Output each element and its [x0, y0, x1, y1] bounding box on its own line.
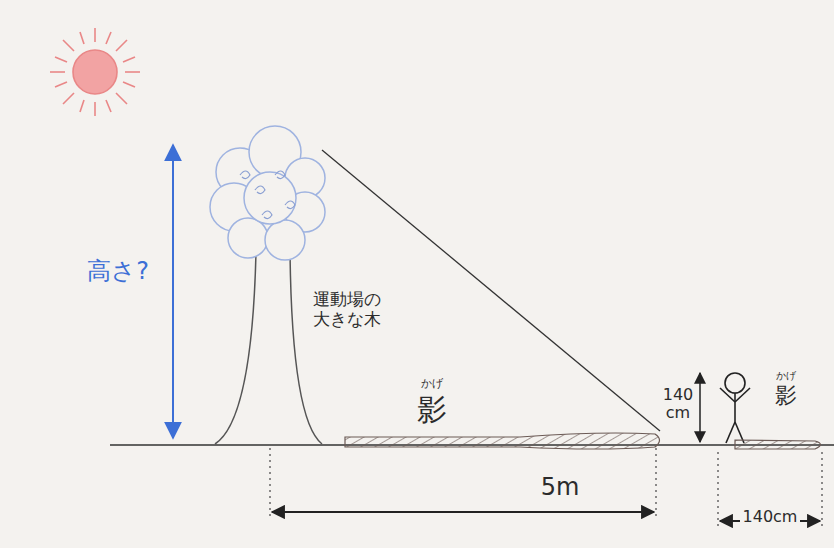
- ruby-reading: かげ: [776, 370, 796, 382]
- leaf-swirls: [240, 171, 295, 219]
- dimension-label: 140cm: [740, 508, 801, 526]
- person-height-arrow: [699, 373, 701, 442]
- tree-crown: [210, 126, 325, 260]
- dimension-guides: [270, 448, 822, 530]
- sun: [50, 28, 140, 116]
- tree-shadow: [345, 433, 660, 449]
- height-dimension: 140 cm: [661, 386, 695, 423]
- tree-trunk: [215, 252, 322, 444]
- tree-label: 運動場の 大きな木: [310, 290, 383, 329]
- shadow-label: 影: [417, 393, 447, 428]
- ruby-reading: かげ: [421, 378, 443, 391]
- stick-person: [720, 373, 750, 443]
- height-label: 高さ?: [87, 258, 149, 286]
- shadow-label: 影: [775, 383, 797, 408]
- dimension-arrow: [272, 511, 654, 513]
- dimension-label: 5m: [541, 474, 580, 502]
- person-shadow: [735, 440, 821, 449]
- height-arrow: [172, 145, 174, 438]
